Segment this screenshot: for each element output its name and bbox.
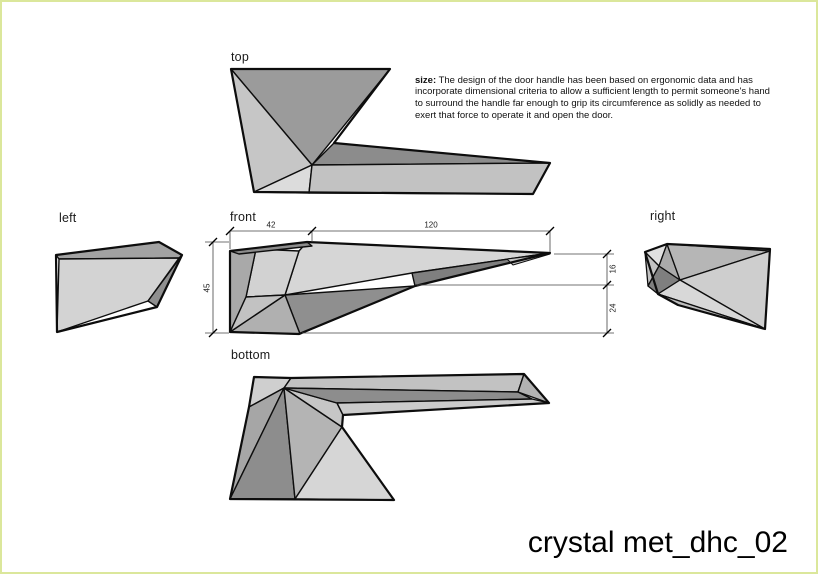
size-description-body: The design of the door handle has been b… xyxy=(415,74,770,121)
top-view-facet xyxy=(311,142,551,166)
left-view-drawing xyxy=(54,240,184,334)
dim-value-120: 120 xyxy=(424,220,438,230)
drawing-title: crystal met_dhc_02 xyxy=(527,526,788,559)
front-view-facet xyxy=(284,241,551,296)
right-view-outline xyxy=(643,242,772,331)
dim-value-24: 24 xyxy=(608,303,618,313)
dim-value-45: 45 xyxy=(202,283,212,293)
size-description: size: The design of the door handle has … xyxy=(415,75,773,122)
right-view-drawing xyxy=(643,242,772,331)
top-view-drawing xyxy=(229,67,552,196)
dimension-lines xyxy=(205,226,614,338)
top-view-label: top xyxy=(231,50,249,64)
bottom-view-drawing xyxy=(228,372,551,502)
right-view-label: right xyxy=(650,209,676,223)
top-view-facet xyxy=(308,162,551,195)
dim-value-16: 16 xyxy=(608,264,618,274)
dim-value-42: 42 xyxy=(266,220,276,230)
front-view-outline xyxy=(228,240,552,336)
dimension-ticks xyxy=(208,226,612,338)
bottom-view-outline xyxy=(228,372,551,502)
bottom-view-label: bottom xyxy=(231,348,271,362)
front-view-drawing xyxy=(228,240,552,336)
front-view-label: front xyxy=(230,210,257,224)
front-view-facet xyxy=(229,294,286,333)
left-view-outline xyxy=(54,240,184,334)
top-view-outline xyxy=(229,67,552,196)
left-view-label: left xyxy=(59,211,77,225)
size-description-lead: size: xyxy=(415,74,437,86)
